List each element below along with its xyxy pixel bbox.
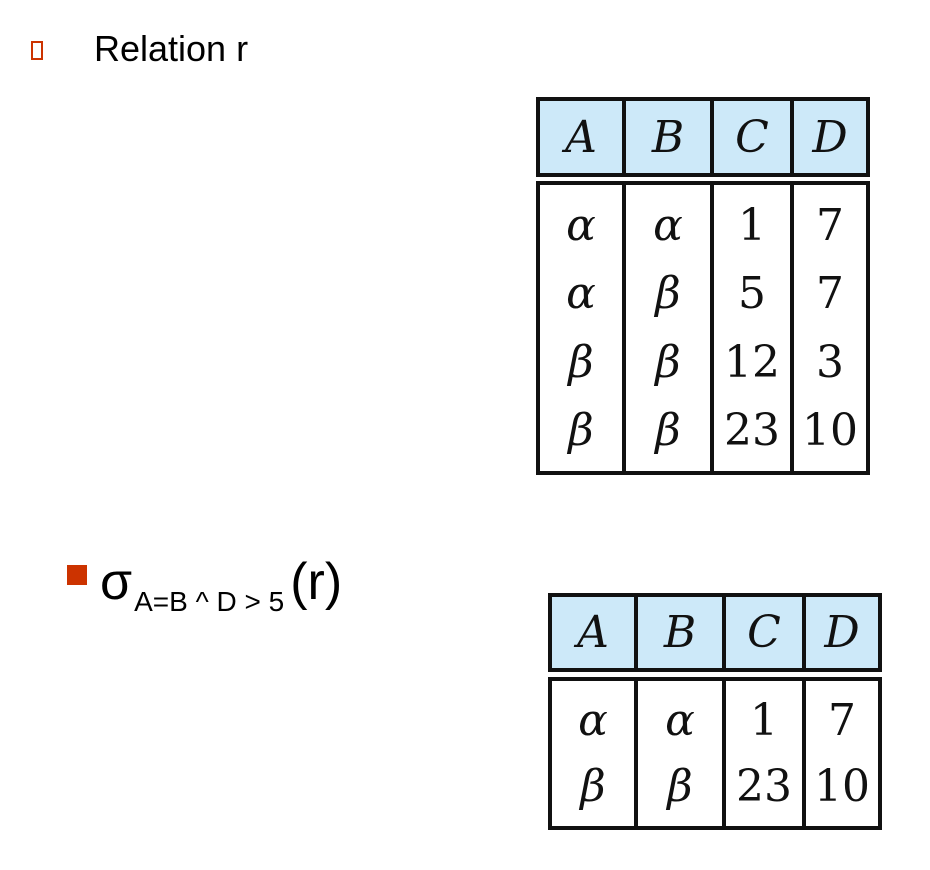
selection-predicate: A=B ^ D > 5 [134, 586, 285, 617]
table-cell: α [566, 199, 596, 251]
header-cell: D [824, 607, 860, 658]
table-cell: 12 [724, 336, 780, 388]
header-cell: D [812, 111, 848, 163]
header-cell: C [726, 597, 806, 668]
bullet-icon [31, 41, 43, 60]
slide-heading: Relation r [94, 28, 249, 69]
table-cell: 3 [816, 336, 844, 388]
table-cell: 23 [736, 761, 792, 813]
table-cell: β [667, 761, 693, 813]
table-cell: α [665, 694, 695, 746]
table-cell: 1 [738, 199, 766, 251]
table-cell: α [566, 268, 596, 320]
header-cell: B [626, 101, 714, 173]
table-cell: β [655, 336, 681, 388]
relation-r-header: A B C D [536, 97, 870, 177]
table-cell: α [653, 199, 683, 251]
table-cell: 23 [724, 405, 780, 457]
selection-argument: (r) [290, 553, 343, 611]
bullet-icon [67, 565, 87, 585]
table-cell: 10 [814, 761, 870, 813]
table-cell: α [578, 694, 608, 746]
table-column: 7 7 3 10 [794, 185, 866, 471]
table-cell: 1 [750, 694, 778, 746]
table-column: 1 5 12 23 [714, 185, 794, 471]
table-cell: β [580, 761, 606, 813]
table-cell: 10 [802, 405, 858, 457]
table-cell: 5 [738, 268, 766, 320]
table-cell: 7 [816, 268, 844, 320]
table-cell: β [568, 405, 594, 457]
result-header: A B C D [548, 593, 882, 672]
header-cell: A [552, 597, 638, 668]
header-cell: A [540, 101, 626, 173]
table-cell: β [655, 405, 681, 457]
table-cell: 7 [816, 199, 844, 251]
selection-expression: σA=B ^ D > 5(r) [100, 552, 343, 617]
header-cell: C [714, 101, 794, 173]
table-cell: β [655, 268, 681, 320]
header-cell: B [638, 597, 726, 668]
table-cell: β [568, 336, 594, 388]
sigma-operator: σ [100, 553, 133, 611]
table-cell: 7 [828, 694, 856, 746]
